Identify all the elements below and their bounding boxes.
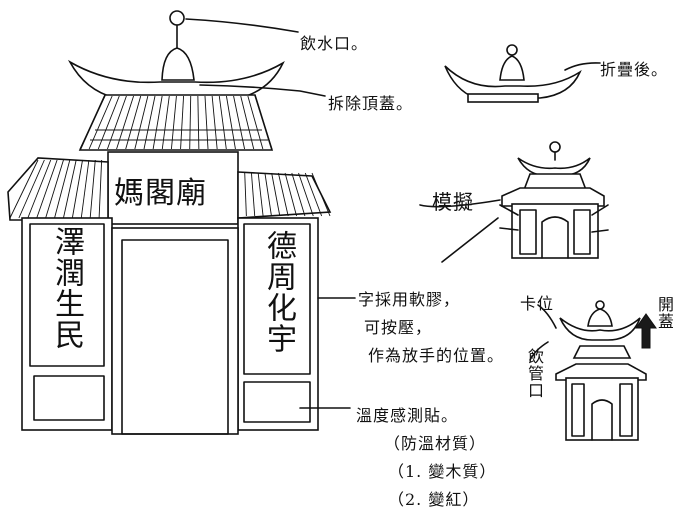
removable-roof-label: 拆除頂蓋。	[328, 94, 414, 113]
leader-lines	[185, 18, 601, 409]
snap-label: 卡位	[520, 294, 555, 313]
material-line-3: 作為放手的位置。	[368, 346, 505, 365]
material-line-1: 字採用軟膠，	[358, 290, 461, 309]
temp-line-2: （防溫材質）	[384, 434, 487, 453]
material-line-2: 可按壓，	[364, 318, 433, 337]
main-gate	[7, 10, 332, 435]
top-dome	[161, 47, 195, 81]
temp-line-4: （2. 變紅）	[388, 490, 480, 509]
lid-diagram	[555, 300, 657, 441]
plaque-frame	[107, 151, 239, 225]
mini-model	[441, 141, 609, 263]
doorway-frame	[111, 227, 239, 435]
open-lid-label: 開蓋	[655, 296, 673, 330]
right-pillar	[237, 217, 319, 431]
folded-label: 折疊後。	[600, 60, 669, 79]
plaque-text: 媽閣廟	[114, 176, 207, 211]
straw-outlet-label: 飲管口	[525, 348, 544, 399]
right-column-text: 德周化宇	[261, 230, 296, 354]
doorway	[121, 239, 229, 435]
folded-roof	[444, 44, 582, 103]
model-pointer	[441, 217, 499, 263]
temp-line-1: 溫度感測貼。	[356, 406, 459, 425]
temp-line-3: （1. 變木質）	[388, 462, 497, 481]
model-label: 模擬	[432, 190, 474, 214]
water-outlet-label: 飲水口。	[300, 34, 369, 53]
top-knob	[169, 10, 185, 26]
left-pillar	[21, 217, 113, 431]
open-arrow	[635, 313, 657, 349]
left-column-text: 澤潤生民	[49, 226, 84, 350]
